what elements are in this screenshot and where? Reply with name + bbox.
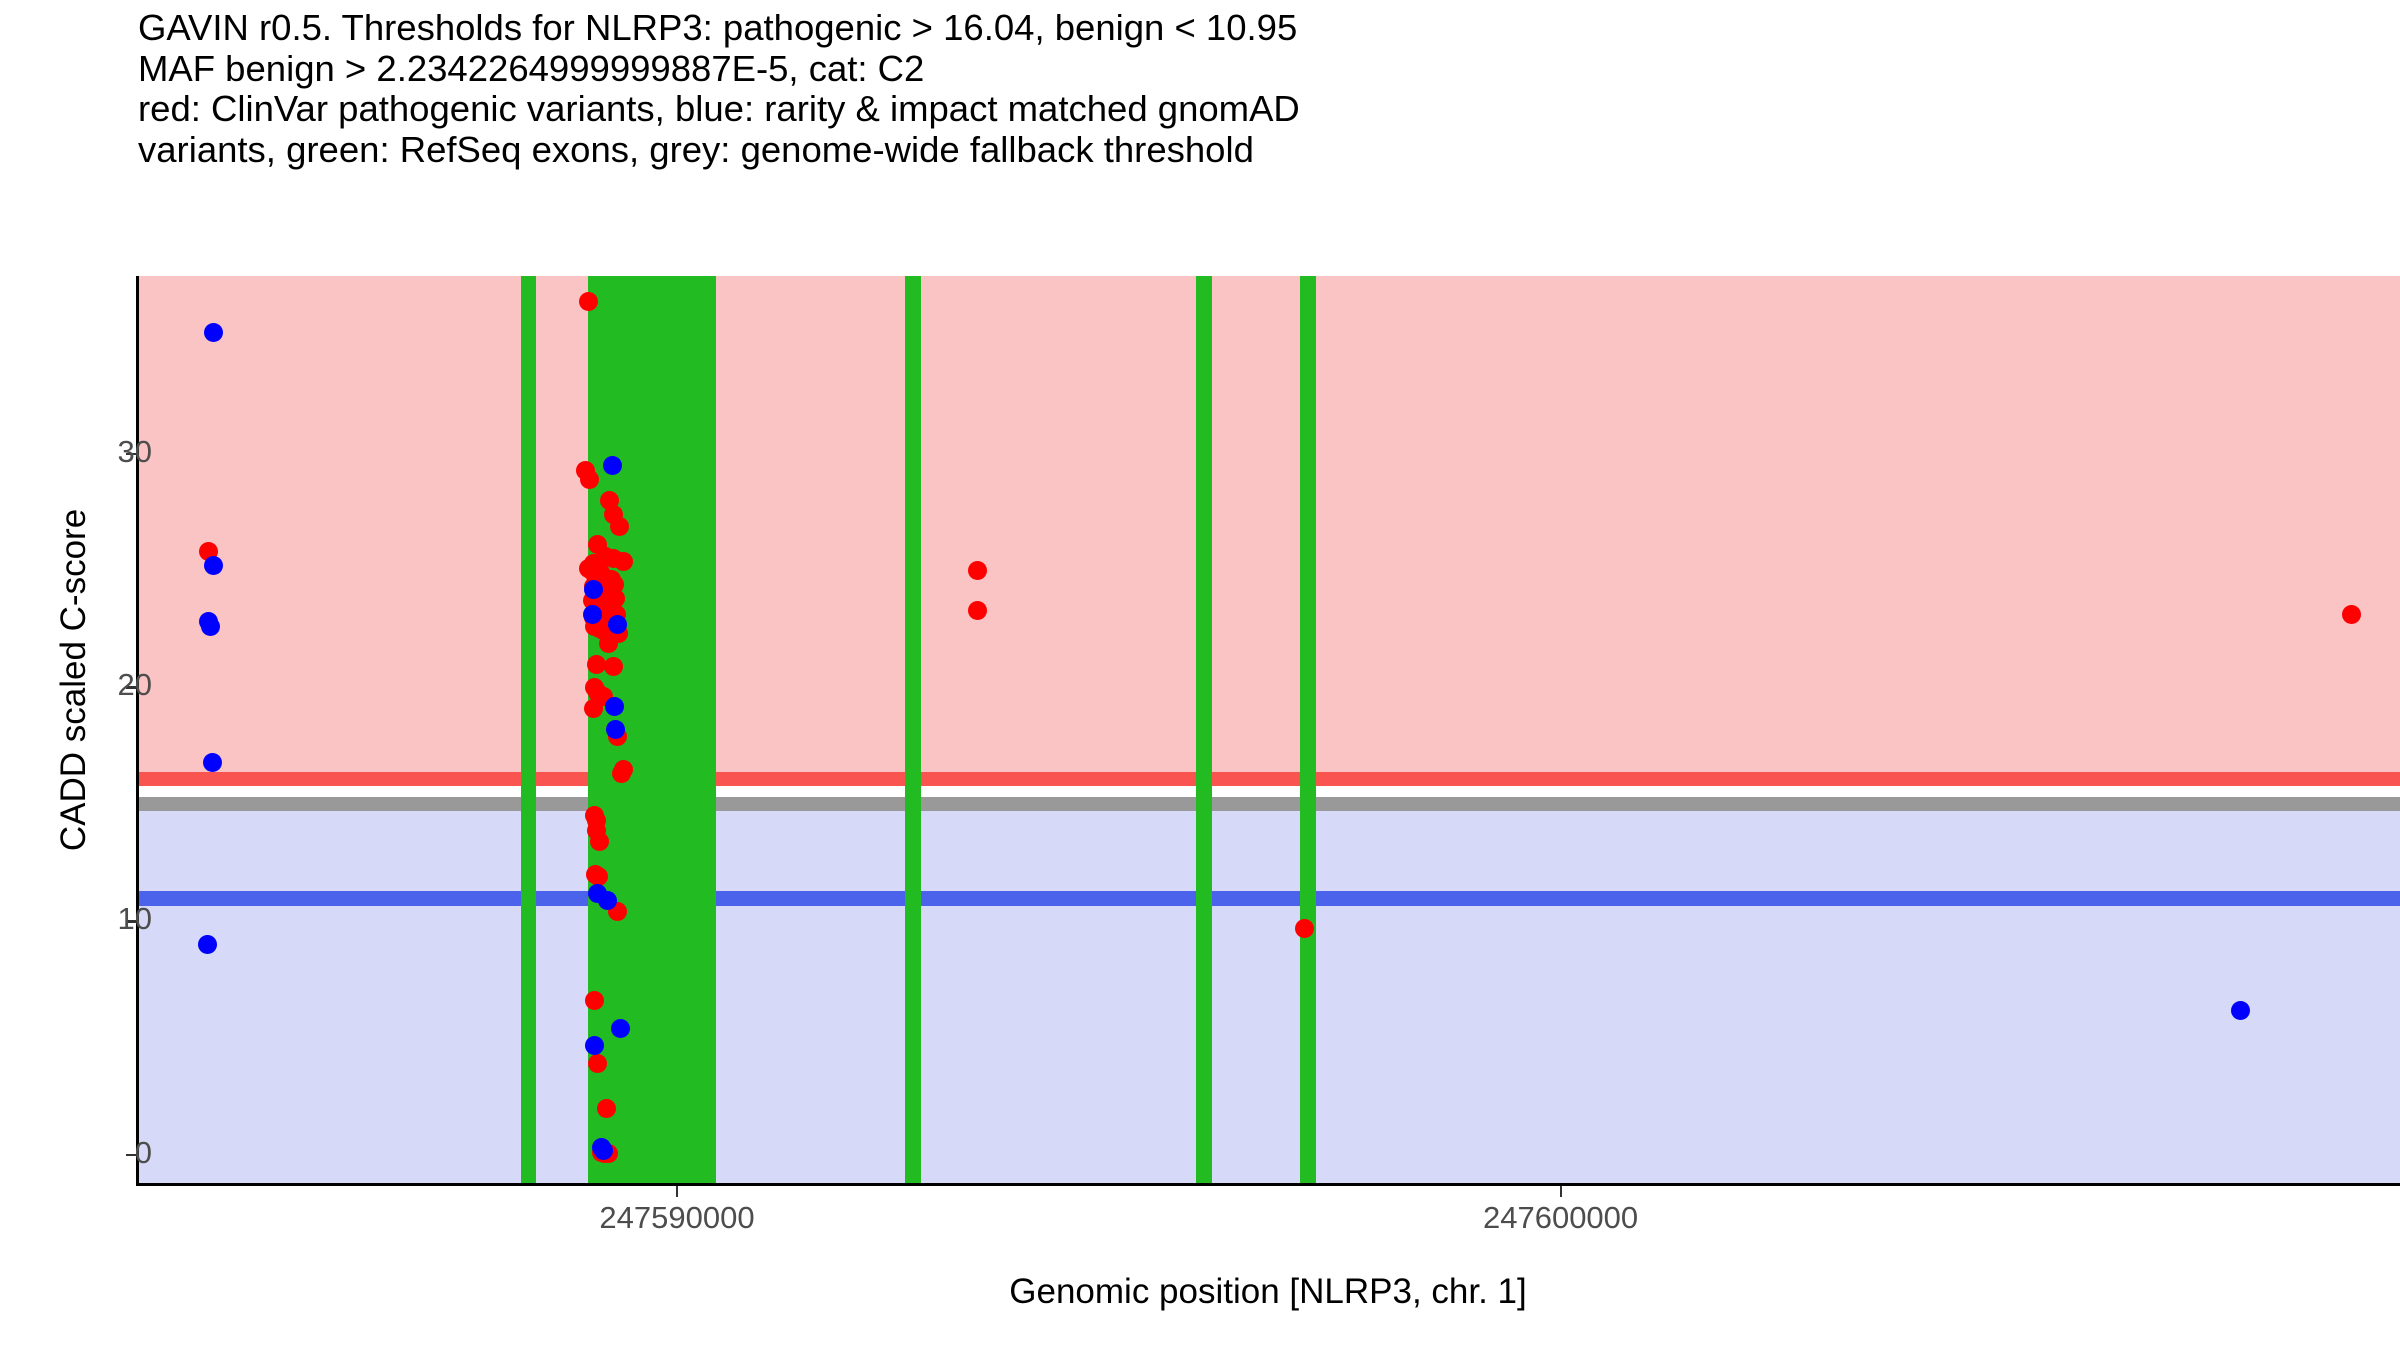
data-point	[587, 1054, 607, 1074]
data-point	[2231, 1000, 2251, 1020]
x-axis-line	[136, 1183, 2400, 1186]
data-point	[613, 551, 633, 571]
y-tick-mark	[126, 686, 136, 689]
y-tick-label: 10	[117, 901, 152, 937]
data-point	[967, 600, 987, 620]
title-line-3: red: ClinVar pathogenic variants, blue: …	[138, 88, 1300, 129]
y-tick-label: 0	[134, 1134, 152, 1170]
exon-bar	[520, 276, 537, 1183]
data-point	[603, 656, 623, 676]
data-point	[204, 556, 224, 576]
data-point	[612, 764, 632, 784]
exon-bar	[1195, 276, 1212, 1183]
y-axis-label: CADD scaled C-score	[54, 508, 93, 852]
data-point	[604, 696, 624, 716]
benign-region	[138, 810, 2400, 1183]
data-point	[580, 469, 600, 489]
data-point	[608, 614, 628, 634]
data-point	[605, 720, 625, 739]
data-point	[596, 1098, 616, 1118]
data-point	[198, 935, 218, 955]
x-tick-label: 247600000	[1482, 1200, 1639, 1235]
benign-threshold-line	[138, 891, 2400, 906]
fallback-threshold-line	[138, 796, 2400, 811]
y-tick-label: 20	[117, 667, 152, 703]
data-point	[967, 561, 987, 581]
data-point	[585, 1035, 605, 1055]
data-point	[602, 455, 622, 475]
title-line-4: variants, green: RefSeq exons, grey: gen…	[138, 128, 1254, 170]
exon-bar	[904, 276, 921, 1183]
data-point	[610, 516, 630, 536]
y-tick-mark	[126, 452, 136, 456]
data-point	[584, 698, 604, 718]
data-point	[598, 633, 618, 653]
data-point	[200, 617, 220, 637]
data-point	[585, 991, 605, 1011]
data-point	[583, 579, 603, 599]
plot-area	[138, 276, 2400, 1183]
exon-bar	[1299, 276, 1316, 1183]
pathogenic-region	[138, 276, 2400, 780]
data-point	[202, 752, 222, 772]
data-point	[594, 1140, 614, 1160]
data-point	[203, 322, 223, 342]
y-tick-label: 30	[117, 433, 152, 469]
data-point	[587, 654, 607, 674]
data-point	[579, 292, 599, 312]
data-point	[610, 1019, 630, 1039]
data-point	[588, 867, 608, 887]
data-point	[589, 832, 609, 852]
data-point	[1294, 918, 1314, 938]
y-tick-mark	[126, 1153, 136, 1157]
y-axis-line	[136, 276, 139, 1183]
data-point	[2341, 605, 2361, 625]
title-line-1: GAVIN r0.5. Thresholds for NLRP3: pathog…	[138, 7, 1298, 48]
x-tick-mark	[675, 1186, 679, 1197]
x-axis-label: Genomic position [NLRP3, chr. 1]	[1009, 1272, 1527, 1311]
data-point	[597, 890, 617, 910]
pathogenic-threshold-line	[138, 772, 2400, 787]
chart-title: GAVIN r0.5. Thresholds for NLRP3: pathog…	[138, 7, 2238, 170]
title-line-2: MAF benign > 2.2342264999999887E-5, cat:…	[138, 47, 925, 89]
y-tick-mark	[126, 920, 136, 923]
data-point	[582, 605, 602, 625]
x-tick-mark	[1559, 1186, 1563, 1197]
x-tick-label: 247590000	[599, 1200, 755, 1235]
